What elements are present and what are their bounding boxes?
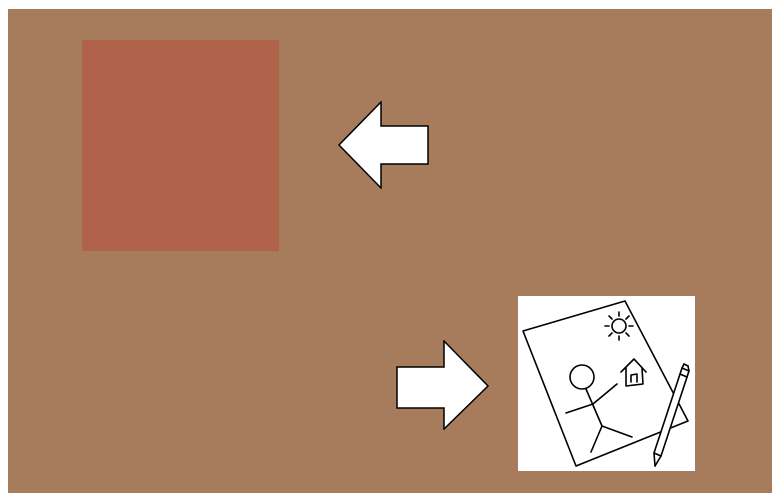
canvas-background bbox=[8, 9, 772, 493]
arrow-left-icon bbox=[338, 101, 430, 189]
drawing-paper-pencil-icon[interactable] bbox=[518, 296, 695, 471]
color-square-target[interactable] bbox=[82, 40, 279, 251]
arrow-right-icon bbox=[396, 340, 490, 430]
